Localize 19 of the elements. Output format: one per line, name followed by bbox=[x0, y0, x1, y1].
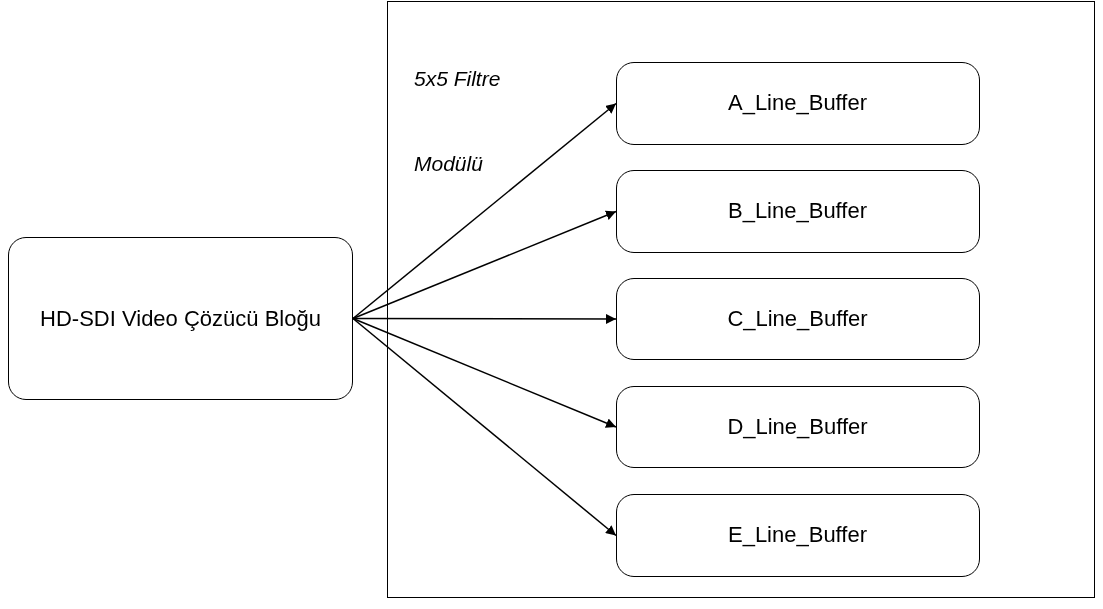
box-label: D_Line_Buffer bbox=[727, 412, 868, 441]
box-label: B_Line_Buffer bbox=[727, 197, 867, 225]
box-label: A_Line_Buffer bbox=[727, 89, 867, 117]
process-box bbox=[615, 277, 980, 360]
arrow bbox=[352, 317, 617, 537]
box-label: C_Line_Buffer bbox=[727, 304, 868, 333]
arrow bbox=[352, 102, 617, 320]
box-label: HD-SDI Video Çözücü Bloğu bbox=[40, 304, 321, 333]
process-box bbox=[615, 169, 980, 253]
arrow bbox=[352, 210, 617, 320]
process-box bbox=[8, 237, 353, 400]
module-title: 5x5 Filtre Modülü bbox=[414, 66, 502, 177]
process-box bbox=[615, 61, 980, 145]
module-frame bbox=[387, 1, 1095, 598]
process-box bbox=[615, 493, 980, 577]
arrow bbox=[352, 314, 617, 324]
box-label: E_Line_Buffer bbox=[727, 521, 867, 549]
process-box bbox=[615, 385, 980, 468]
arrow bbox=[352, 317, 617, 428]
